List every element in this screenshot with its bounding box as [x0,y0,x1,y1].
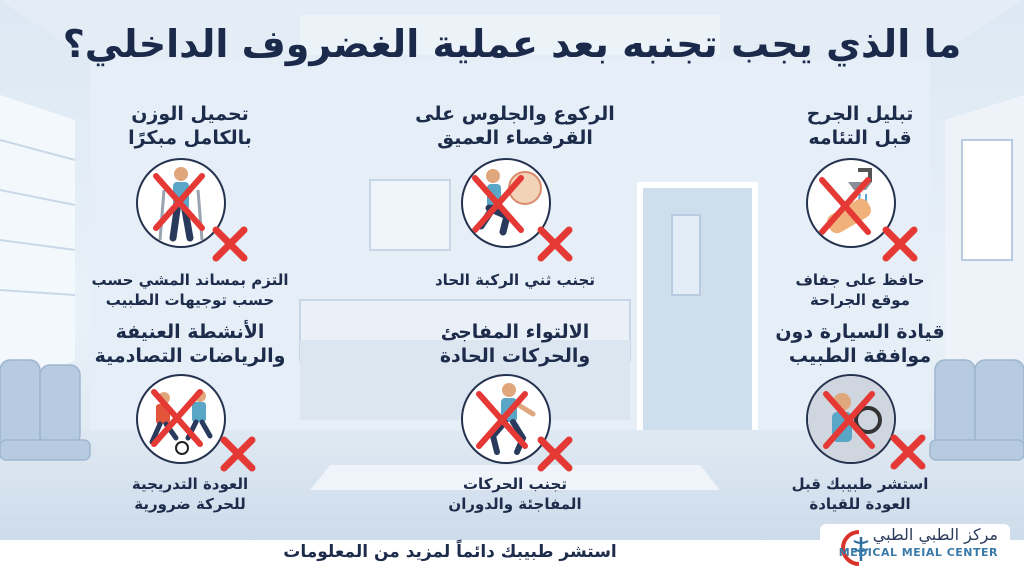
prohibited-x-icon [212,226,248,262]
logo-english-name: MEDICAL MEIAL CENTER [838,546,998,559]
prohibited-x-icon [537,436,573,472]
football-icon [136,374,226,464]
shower-icon [806,158,896,248]
prohibited-x-icon [882,226,918,262]
page-title: ما الذي يجب تجنبه بعد عملية الغضروف الدا… [62,22,962,66]
title-bar: ما الذي يجب تجنبه بعد عملية الغضروف الدا… [0,0,1024,88]
prohibited-x-icon [537,226,573,262]
caduceus-icon [841,530,869,566]
prohibited-x-icon [890,434,926,470]
footer-note: استشر طبيبك دائماً لمزيد من المعلومات [283,542,617,562]
prohibited-x-icon [220,436,256,472]
crutches-icon [136,158,226,248]
driving-icon [806,374,896,464]
twisting-icon [461,374,551,464]
card-tip: تجنب ثني الركبة الحاد [434,271,595,289]
logo-arabic-name: مركز الطبي الطبي [872,525,998,544]
kneeling-icon [461,158,551,248]
